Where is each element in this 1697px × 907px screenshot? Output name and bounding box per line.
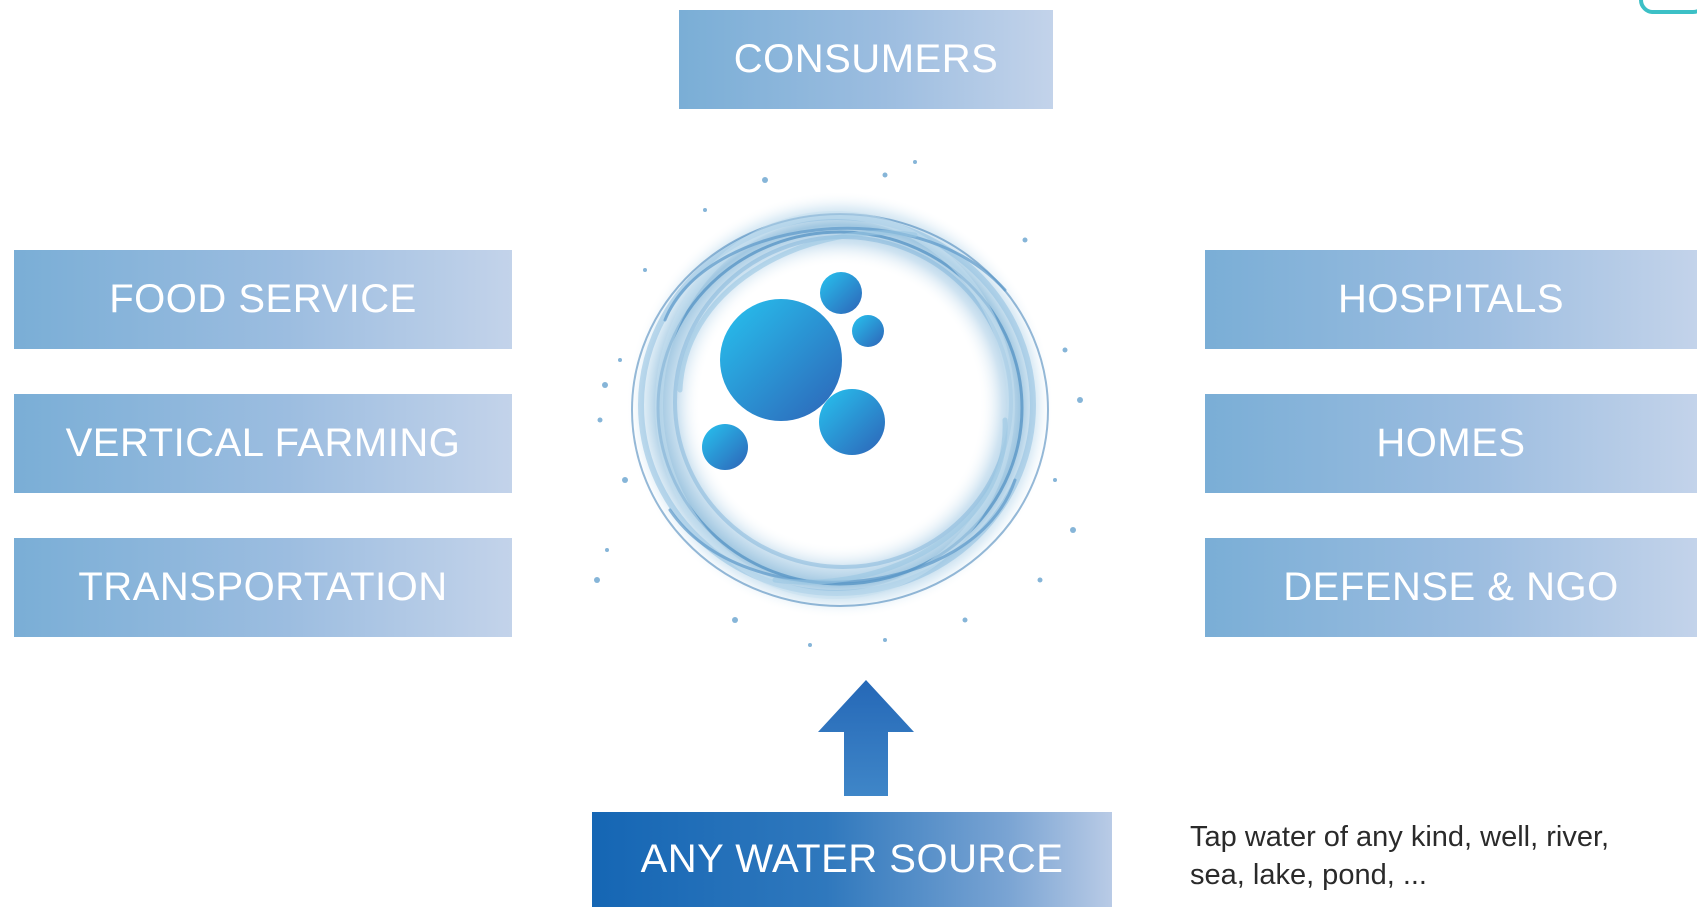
food-service-box: FOOD SERVICE <box>14 250 512 349</box>
corner-tab-decoration <box>1639 0 1697 14</box>
transportation-box: TRANSPORTATION <box>14 538 512 637</box>
consumers-box: CONSUMERS <box>679 10 1053 109</box>
small-bubble-right <box>852 315 884 347</box>
transportation-label: TRANSPORTATION <box>78 565 448 609</box>
defense-ngo-label: DEFENSE & NGO <box>1283 565 1619 609</box>
consumers-label: CONSUMERS <box>733 37 999 81</box>
defense-ngo-box: DEFENSE & NGO <box>1205 538 1697 637</box>
small-bubble-top <box>820 272 862 314</box>
medium-bubble-right <box>819 389 885 455</box>
water-source-box: ANY WATER SOURCE <box>592 812 1112 907</box>
water-swirl-strokes <box>631 211 1049 607</box>
food-service-label: FOOD SERVICE <box>109 277 417 321</box>
water-splash-bubbles-icon <box>594 160 1083 647</box>
hospitals-label: HOSPITALS <box>1337 277 1565 321</box>
medium-bubble-left <box>702 424 748 470</box>
homes-box: HOMES <box>1205 394 1697 493</box>
water-droplets <box>594 160 1083 647</box>
large-bubble <box>720 299 842 421</box>
homes-label: HOMES <box>1376 421 1526 465</box>
vertical-farming-box: VERTICAL FARMING <box>14 394 512 493</box>
vertical-farming-label: VERTICAL FARMING <box>65 421 461 465</box>
water-source-note: Tap water of any kind, well, river, sea,… <box>1190 821 1610 891</box>
hospitals-box: HOSPITALS <box>1205 250 1697 349</box>
up-arrow-icon <box>818 680 914 796</box>
water-source-label: ANY WATER SOURCE <box>640 837 1064 881</box>
